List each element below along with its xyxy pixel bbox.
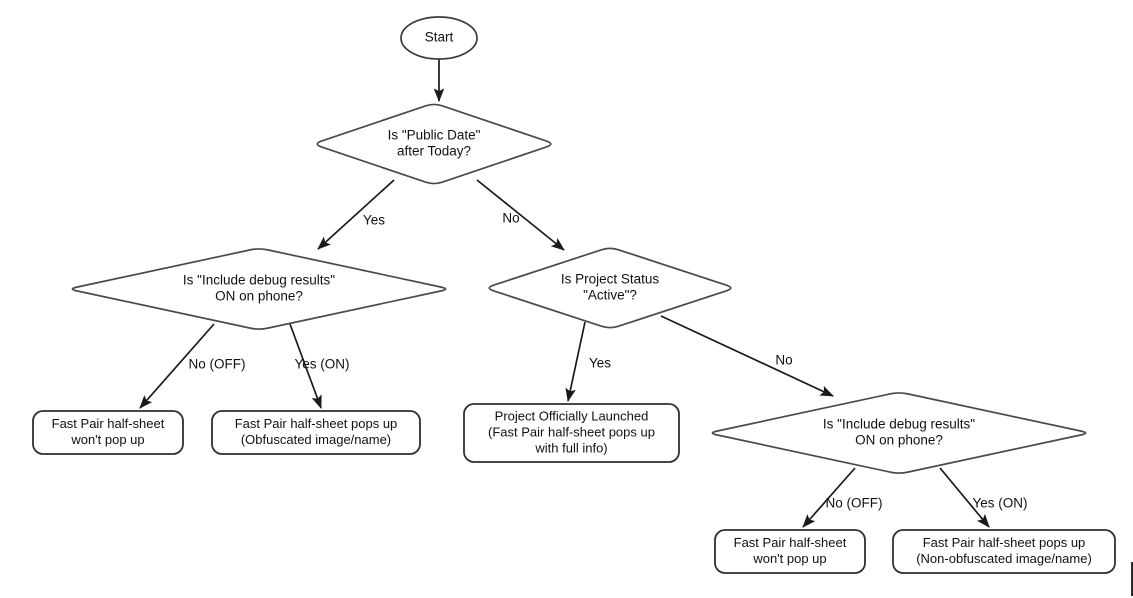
edge-e-status-yes [565, 321, 586, 402]
shape-diamond-public-date [316, 103, 552, 185]
node-label-out-right-on-line2: (Non-obfuscated image/name) [916, 551, 1092, 566]
node-label-out-right-on-line1: Fast Pair half-sheet pops up [923, 535, 1086, 550]
node-label-out-launched-line3: with full info) [534, 440, 607, 455]
node-start: Start [400, 16, 478, 60]
edge-label-e-public-no: No [502, 211, 519, 226]
edge-e-debugright-on [939, 467, 990, 528]
shape-diamond-project-status [488, 247, 732, 329]
node-debug-right: Is "Include debug results"ON on phone? [711, 392, 1087, 474]
edge-label-e-status-yes: Yes [589, 356, 611, 371]
edge-e-status-no [660, 315, 834, 397]
edge-e-debugright-off [802, 467, 856, 528]
edge-label-e-debugleft-on: Yes (ON) [294, 357, 349, 372]
node-out-left-on: Fast Pair half-sheet pops up(Obfuscated … [211, 410, 421, 455]
node-label-out-right-off-line2: won't pop up [752, 551, 826, 566]
node-label-out-left-on-line1: Fast Pair half-sheet pops up [235, 416, 398, 431]
shape-ellipse-start [400, 16, 478, 60]
node-label-public-date-line1: Is "Public Date" [388, 128, 481, 143]
edge-label-e-status-no: No [775, 353, 792, 368]
edge-label-e-debugright-on: Yes (ON) [972, 496, 1027, 511]
node-label-project-status-line1: Is Project Status [561, 272, 660, 287]
shape-terminal-out-launched [463, 403, 680, 463]
edge-label-e-debugleft-off: No (OFF) [189, 357, 246, 372]
node-out-right-on: Fast Pair half-sheet pops up(Non-obfusca… [892, 529, 1116, 574]
shape-terminal-out-left-on [211, 410, 421, 455]
edge-e-public-no [476, 179, 565, 251]
shape-diamond-debug-right [711, 392, 1087, 474]
node-label-start-line1: Start [425, 30, 454, 45]
node-label-out-launched-line1: Project Officially Launched [495, 408, 649, 423]
shape-terminal-out-right-on [892, 529, 1116, 574]
node-label-out-launched-line2: (Fast Pair half-sheet pops up [488, 424, 655, 439]
right-edge-artifact [1131, 562, 1133, 596]
shape-terminal-out-left-off [32, 410, 184, 455]
shape-diamond-debug-left [71, 248, 447, 330]
edge-label-e-debugright-off: No (OFF) [826, 496, 883, 511]
node-label-out-left-off-line2: won't pop up [70, 432, 144, 447]
shape-terminal-out-right-off [714, 529, 866, 574]
edge-e-debugleft-off [139, 323, 215, 409]
edges-layer [139, 59, 990, 528]
node-debug-left: Is "Include debug results"ON on phone? [71, 248, 447, 330]
node-label-debug-right-line2: ON on phone? [855, 433, 943, 448]
nodes-layer: Start Is "Public Date"after Today? Is "Inc… [32, 16, 1116, 574]
node-label-out-left-off-line1: Fast Pair half-sheet [52, 416, 165, 431]
node-project-status: Is Project Status"Active"? [488, 247, 732, 329]
node-label-debug-left-line1: Is "Include debug results" [183, 273, 335, 288]
node-out-launched: Project Officially Launched(Fast Pair ha… [463, 403, 680, 463]
edge-e-public-yes [317, 179, 395, 250]
node-label-debug-left-line2: ON on phone? [215, 289, 303, 304]
edge-label-e-public-yes: Yes [363, 213, 385, 228]
node-label-debug-right-line1: Is "Include debug results" [823, 417, 975, 432]
node-label-public-date-line2: after Today? [397, 144, 471, 159]
node-label-out-left-on-line2: (Obfuscated image/name) [241, 432, 391, 447]
node-label-project-status-line2: "Active"? [583, 288, 637, 303]
node-public-date: Is "Public Date"after Today? [316, 103, 552, 185]
edge-e-debugleft-on [289, 323, 322, 409]
node-label-out-right-off-line1: Fast Pair half-sheet [734, 535, 847, 550]
